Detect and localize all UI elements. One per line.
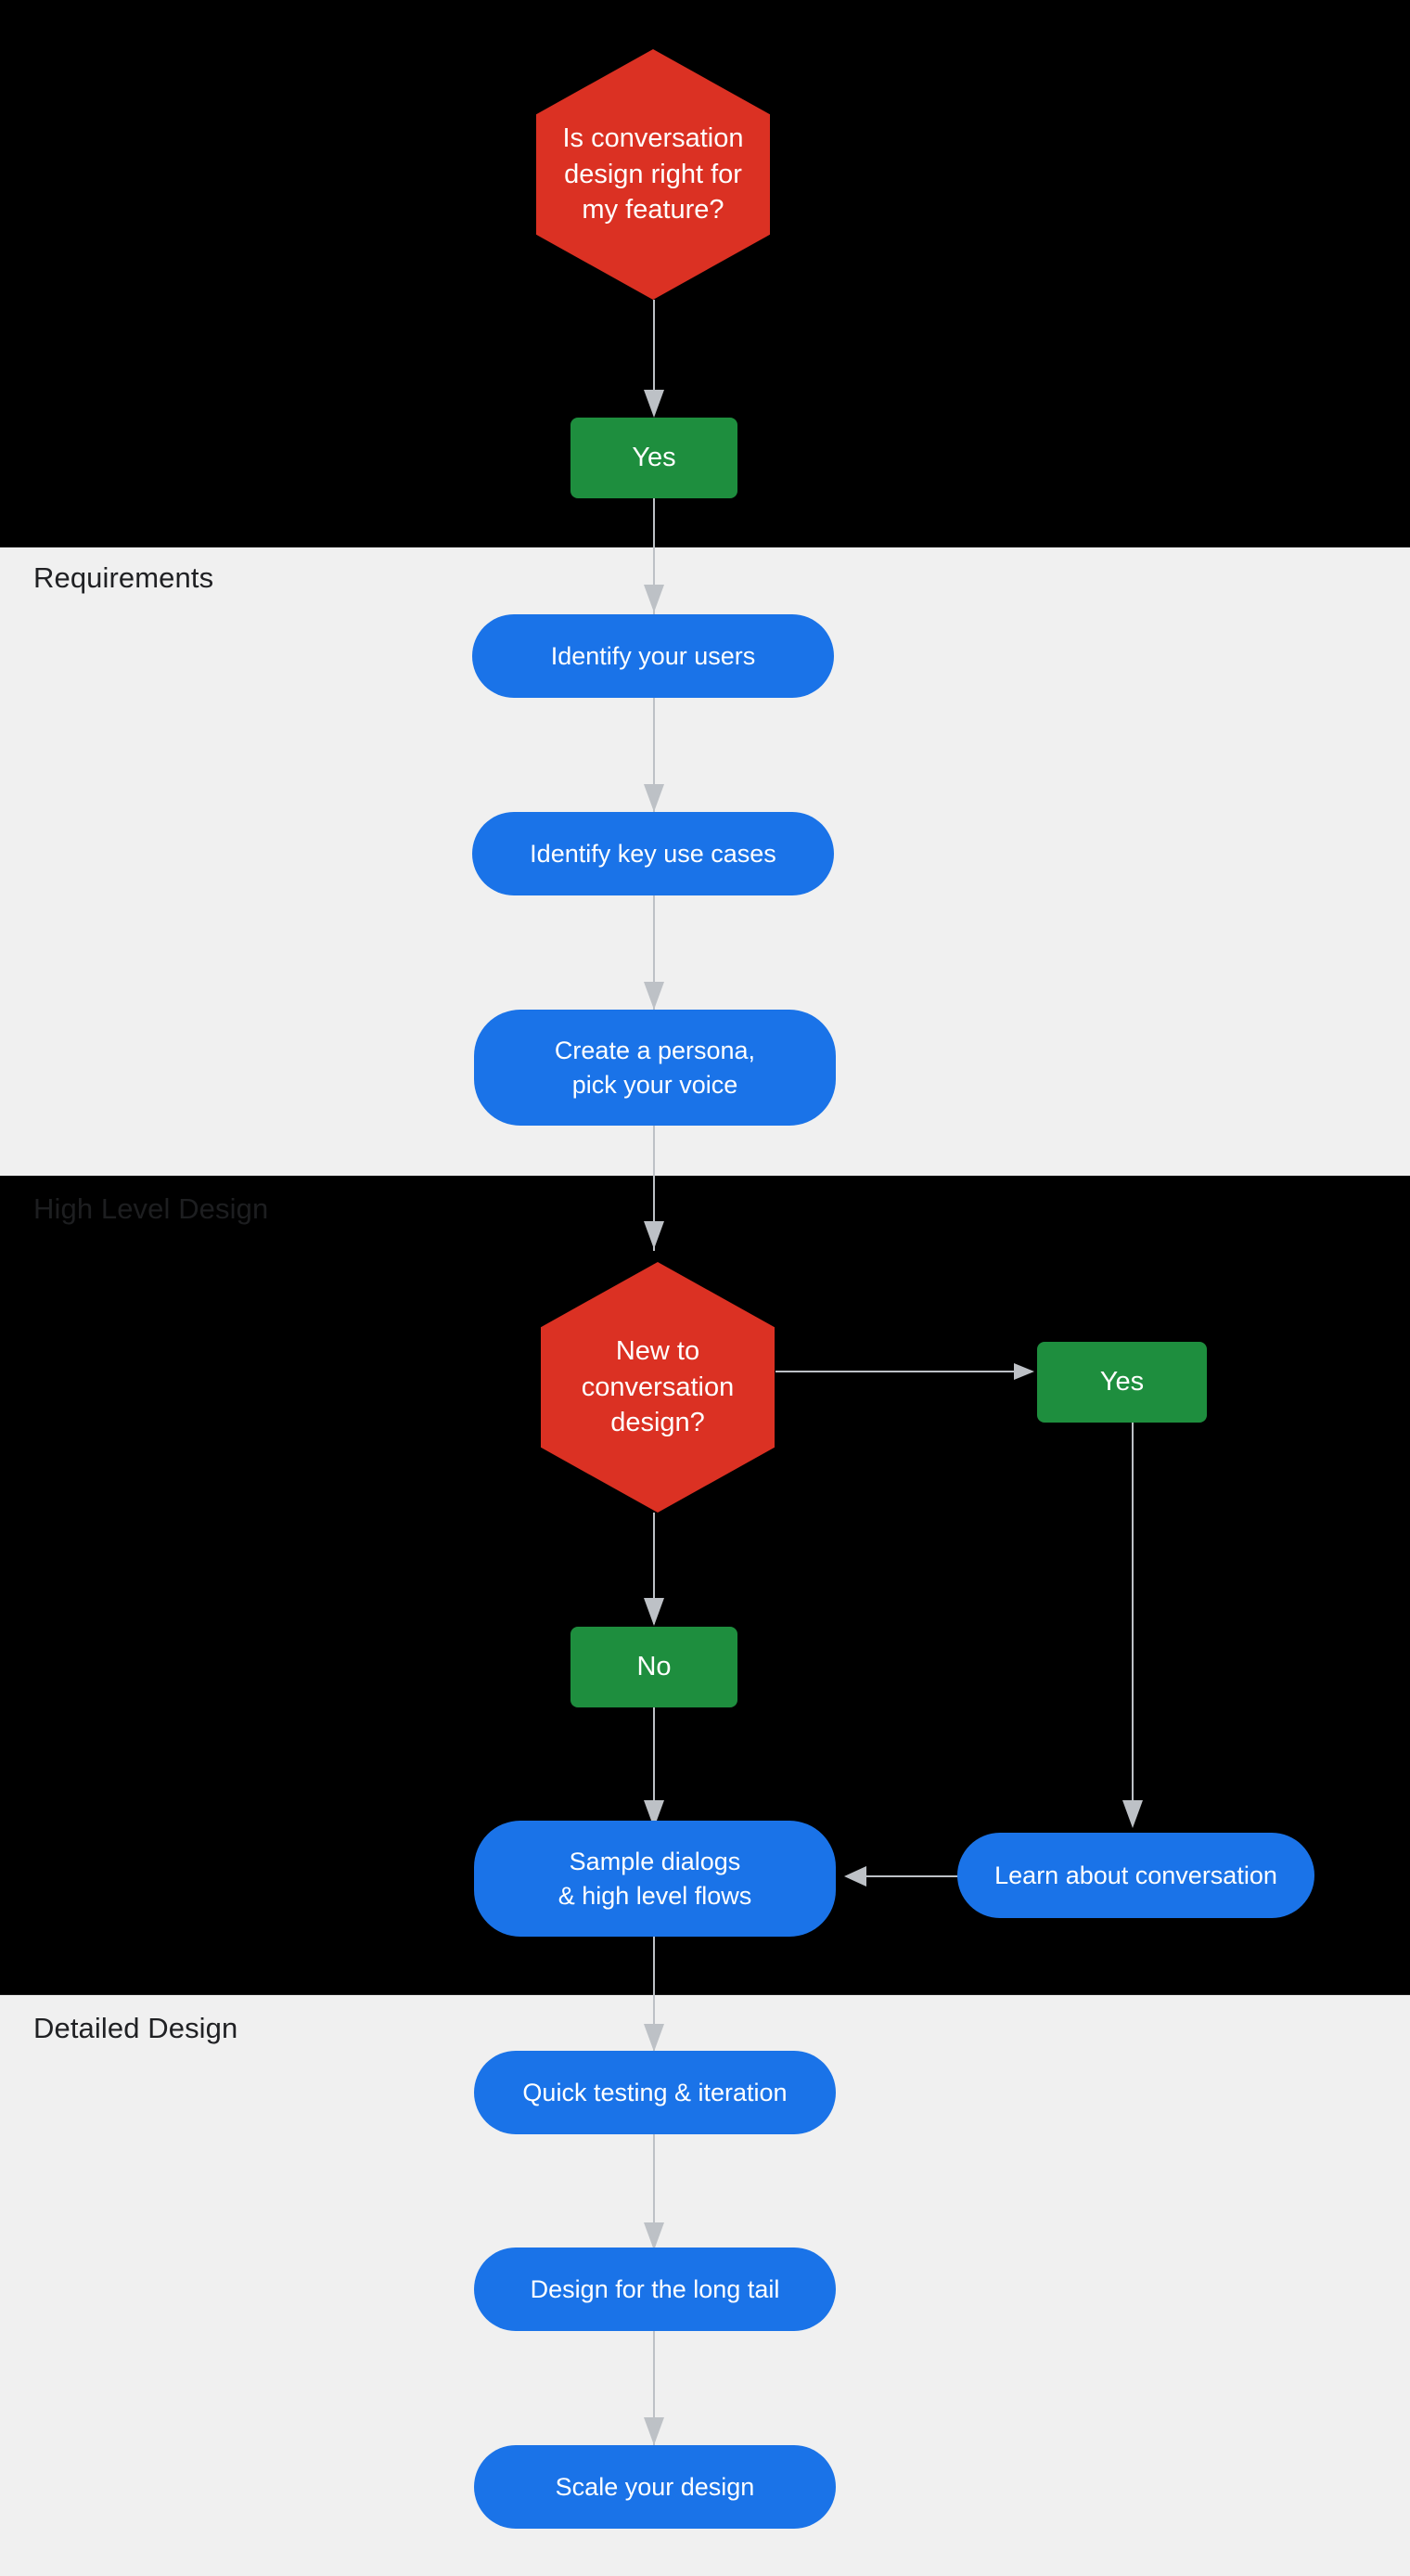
connector-quick-testing-to-long-tail	[653, 2134, 655, 2250]
arrowhead-yes2-to-learn-conversation	[1122, 1800, 1143, 1828]
connector-yes1-to-identify-users	[653, 498, 655, 614]
process-node-label: Quick testing & iteration	[522, 2078, 788, 2106]
answer-chip-label: Yes	[632, 443, 676, 473]
answer-chip-yes-1[interactable]: Yes	[570, 418, 737, 498]
arrowhead-identify-users-to-usecases	[644, 784, 664, 812]
arrowhead-decision2-to-no2	[644, 1598, 664, 1626]
process-node-label: Create a persona, pick your voice	[554, 1037, 756, 1099]
arrowhead-sample-dialogs-to-quick-testing	[644, 2024, 664, 2052]
process-node-label: Identify your users	[550, 641, 756, 670]
band-separator	[0, 1994, 1410, 1995]
process-node-label: Scale your design	[555, 2472, 755, 2501]
arrowhead-learn-conversation-to-sample-dialogs	[844, 1866, 866, 1887]
decision-node-label: New to conversation design?	[581, 1335, 735, 1438]
process-node-quick-testing-and-iteration[interactable]: Quick testing & iteration	[474, 2051, 836, 2134]
section-title-requirements: Requirements	[33, 561, 214, 594]
process-node-identify-your-users[interactable]: Identify your users	[472, 614, 834, 698]
section-title-high-level-design: High Level Design	[33, 1192, 269, 1225]
process-node-label: Learn about conversation	[994, 1861, 1277, 1889]
section-title-detailed-design: Detailed Design	[33, 2012, 238, 2044]
connector-yes2-to-learn-conversation	[1132, 1423, 1134, 1823]
connector-usecases-to-create-persona	[653, 895, 655, 1011]
connector-identify-users-to-usecases	[653, 698, 655, 814]
arrowhead-decision1-to-yes1	[644, 390, 664, 418]
process-node-identify-key-use-cases[interactable]: Identify key use cases	[472, 812, 834, 895]
answer-chip-no[interactable]: No	[570, 1627, 737, 1707]
arrowhead-create-persona-to-decision2	[644, 1221, 664, 1249]
process-node-label: Design for the long tail	[530, 2274, 780, 2303]
connector-decision2-to-no2	[653, 1513, 655, 1624]
connector-sample-dialogs-to-quick-testing	[653, 1937, 655, 2053]
answer-chip-label: No	[636, 1652, 672, 1682]
decision-node-label: Is conversation design right for my feat…	[562, 122, 744, 225]
connector-decision1-to-yes1	[653, 300, 655, 397]
connector-long-tail-to-scale-design	[653, 2331, 655, 2447]
process-node-label: Identify key use cases	[530, 839, 776, 868]
process-node-sample-dialogs-and-high-level-flows[interactable]: Sample dialogs & high level flows	[474, 1821, 836, 1937]
answer-chip-yes-2[interactable]: Yes	[1037, 1342, 1207, 1423]
arrowhead-yes1-to-identify-users	[644, 585, 664, 612]
connector-decision2-to-yes2	[776, 1371, 1021, 1372]
process-node-label: Sample dialogs & high level flows	[558, 1848, 752, 1910]
arrowhead-decision2-to-yes2	[1014, 1363, 1034, 1380]
connector-learn-conversation-to-sample-dialogs	[865, 1875, 1020, 1877]
answer-chip-label: Yes	[1099, 1367, 1145, 1397]
process-node-create-a-persona[interactable]: Create a persona, pick your voice	[474, 1010, 836, 1126]
band-separator	[0, 1175, 1410, 1176]
connector-create-persona-to-decision2	[653, 1126, 655, 1251]
connector-no2-to-sample-dialogs	[653, 1707, 655, 1819]
process-node-design-for-the-long-tail[interactable]: Design for the long tail	[474, 2248, 836, 2331]
arrowhead-quick-testing-to-long-tail	[644, 2222, 664, 2250]
arrowhead-long-tail-to-scale-design	[644, 2417, 664, 2445]
arrowhead-usecases-to-create-persona	[644, 982, 664, 1010]
process-node-learn-about-conversation[interactable]: Learn about conversation	[957, 1833, 1314, 1918]
process-node-scale-your-design[interactable]: Scale your design	[474, 2445, 836, 2529]
decision-node-is-conversation-design-right[interactable]: Is conversation design right for my feat…	[536, 49, 770, 300]
